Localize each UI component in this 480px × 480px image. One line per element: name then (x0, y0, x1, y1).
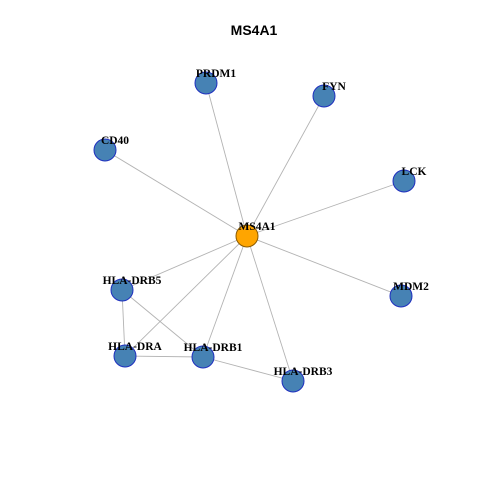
edge-ms4a1-hla-dra (124, 235, 248, 357)
node-label-hla-drb3: HLA-DRB3 (274, 366, 333, 378)
node-label-hla-drb1: HLA-DRB1 (184, 342, 243, 354)
node-label-fyn: FYN (322, 81, 346, 93)
node-cd40 (93, 138, 117, 162)
node-hla-drb3 (281, 369, 305, 393)
edge-ms4a1-fyn (246, 95, 325, 237)
edge-ms4a1-hla-drb5 (121, 235, 248, 291)
edge-hla-drb1-hla-drb3 (202, 356, 294, 382)
node-label-lck: LCK (402, 166, 427, 178)
node-prdm1 (194, 71, 218, 95)
edge-hla-dra-hla-drb1 (124, 355, 204, 358)
node-hla-drb5 (110, 278, 134, 302)
node-label-cd40: CD40 (101, 135, 129, 147)
node-fyn (312, 84, 336, 108)
node-label-mdm2: MDM2 (393, 281, 429, 293)
node-lck (392, 169, 416, 193)
edge-ms4a1-cd40 (104, 149, 248, 237)
node-layer (93, 71, 416, 393)
node-ms4a1 (235, 224, 259, 248)
node-label-hla-drb5: HLA-DRB5 (103, 275, 162, 287)
edge-layer (104, 82, 405, 382)
edge-ms4a1-mdm2 (246, 235, 402, 297)
edge-ms4a1-hla-drb3 (246, 235, 294, 382)
node-label-ms4a1: MS4A1 (238, 221, 275, 233)
edge-ms4a1-prdm1 (205, 82, 248, 237)
graph-title: MS4A1 (231, 22, 278, 38)
node-mdm2 (389, 284, 413, 308)
node-label-hla-dra: HLA-DRA (108, 341, 162, 353)
node-hla-dra (113, 344, 137, 368)
node-label-prdm1: PRDM1 (196, 68, 236, 80)
node-hla-drb1 (191, 345, 215, 369)
edge-ms4a1-hla-drb1 (202, 235, 248, 358)
edge-ms4a1-lck (246, 180, 405, 237)
edge-hla-drb5-hla-drb1 (121, 289, 204, 358)
